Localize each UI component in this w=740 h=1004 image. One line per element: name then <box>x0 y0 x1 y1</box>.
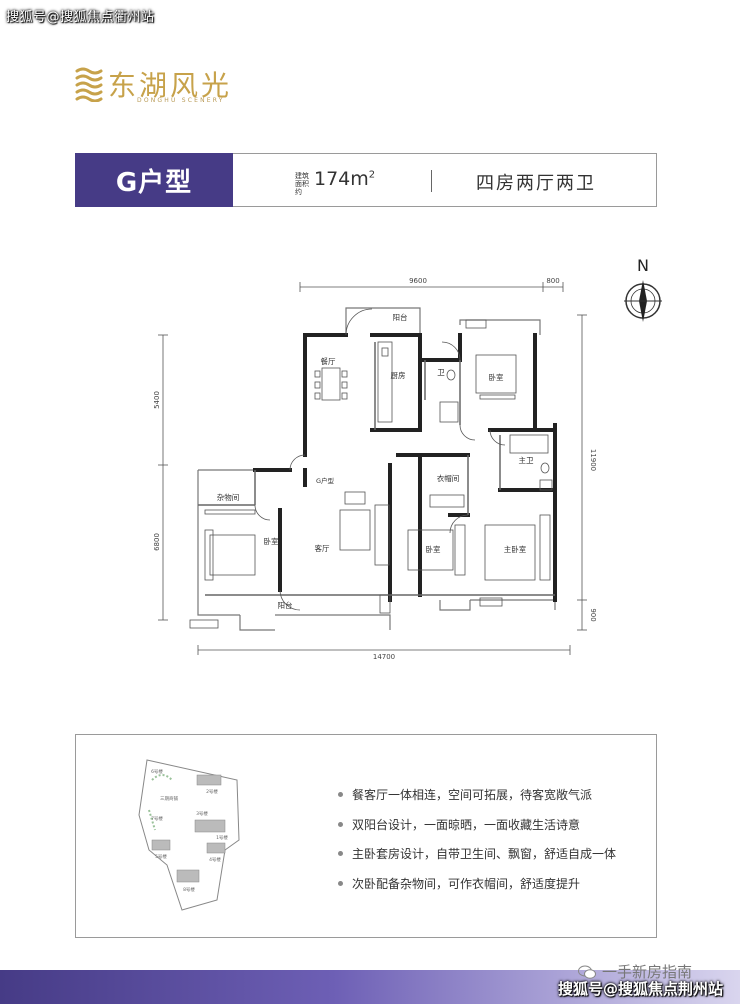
room-bath-common: 卫 <box>437 368 445 377</box>
floor-plan: 9600 800 5400 6800 11900 900 14700 <box>153 277 597 660</box>
dim-right-main: 11900 <box>589 449 597 471</box>
bullet-dot-icon <box>338 851 343 857</box>
site-plan: 6号楼 2号楼 三期商铺 7号楼 3号楼 1号楼 5号楼 4号楼 8号楼 <box>138 759 240 911</box>
feature-text: 双阳台设计，一面晾晒，一面收藏生活诗意 <box>352 817 581 832</box>
site-label-5: 1号楼 <box>216 834 228 841</box>
site-label-0: 6号楼 <box>151 768 163 775</box>
footer-gradient-strip <box>0 970 740 1004</box>
room-bedroom-mid: 卧室 <box>426 544 441 554</box>
feature-item: 双阳台设计，一面晾晒，一面收藏生活诗意 <box>338 810 616 840</box>
compass: N <box>624 256 662 322</box>
bullet-dot-icon <box>338 880 343 886</box>
header-divider <box>431 170 432 192</box>
info-box <box>75 734 657 938</box>
layout-description: 四房两厅两卫 <box>476 173 596 194</box>
feature-text: 餐客厅一体相连，空间可拓展，待客宽敞气派 <box>352 788 593 803</box>
wechat-icon <box>578 965 596 979</box>
room-balcony-bottom: 阳台 <box>278 600 293 610</box>
site-label-3: 7号楼 <box>151 815 163 822</box>
compass-north-label: N <box>637 256 649 275</box>
unit-type-label: G户型 <box>75 153 233 207</box>
dim-left-upper: 5400 <box>153 391 161 409</box>
area-label: 建筑 面积约 <box>295 172 315 196</box>
feature-item: 餐客厅一体相连，空间可拓展，待客宽敞气派 <box>338 780 616 810</box>
dim-left-lower: 6800 <box>153 533 161 551</box>
site-label-6: 5号楼 <box>155 853 167 860</box>
room-master-bedroom: 主卧室 <box>504 544 527 554</box>
feature-text: 主卧套房设计，自带卫生间、飘窗，舒适自成一体 <box>352 847 617 862</box>
feature-item: 主卧套房设计，自带卫生间、飘窗，舒适自成一体 <box>338 839 616 869</box>
feature-item: 次卧配备杂物间，可作衣帽间，舒适度提升 <box>338 869 616 899</box>
area-label-line2: 面积约 <box>295 180 309 196</box>
dim-right-small: 900 <box>589 608 597 621</box>
feature-list: 餐客厅一体相连，空间可拓展，待客宽敞气派 双阳台设计，一面晾晒，一面收藏生活诗意… <box>338 780 616 898</box>
dim-bottom: 14700 <box>373 653 395 660</box>
brand-wave-logo-icon <box>75 67 103 102</box>
brand-name: 东湖风光 <box>108 69 233 102</box>
site-label-4: 3号楼 <box>196 810 208 817</box>
dim-top-main: 9600 <box>409 277 427 285</box>
room-storage: 杂物间 <box>217 492 240 502</box>
room-bedroom-top: 卧室 <box>489 372 504 382</box>
site-label-2: 三期商铺 <box>160 795 178 802</box>
dim-top-right: 800 <box>546 277 559 285</box>
area-label-line1: 建筑 <box>295 172 309 180</box>
area-value: 174m2 <box>314 168 375 190</box>
room-dining: 餐厅 <box>321 357 336 366</box>
site-label-7: 4号楼 <box>209 856 221 863</box>
watermark-top: 搜狐号@搜狐焦点衢州站 <box>6 10 155 25</box>
room-balcony-top: 阳台 <box>393 312 408 322</box>
feature-text: 次卧配备杂物间，可作衣帽间，舒适度提升 <box>352 876 581 891</box>
brand-subtitle: DONGHU SCENERY <box>137 97 225 104</box>
bullet-dot-icon <box>338 792 343 798</box>
site-label-1: 2号楼 <box>206 788 218 795</box>
area-unit-superscript: 2 <box>368 169 376 181</box>
site-label-8: 8号楼 <box>183 886 195 893</box>
watermark-bottom: 搜狐号@搜狐焦点荆州站 <box>558 980 724 998</box>
room-master-bath: 主卫 <box>519 455 534 465</box>
wechat-account-name: 一手新房指南 <box>602 963 693 981</box>
room-walk-in: 衣帽间 <box>437 473 460 483</box>
room-bedroom-left: 卧室 <box>264 536 279 546</box>
room-kitchen: 厨房 <box>391 370 406 380</box>
area-number: 174m <box>314 168 369 190</box>
room-living: 客厅 <box>315 543 330 553</box>
room-plan-tag: G户型 <box>316 476 335 485</box>
bullet-dot-icon <box>338 821 343 827</box>
wechat-account: 一手新房指南 <box>578 961 692 982</box>
